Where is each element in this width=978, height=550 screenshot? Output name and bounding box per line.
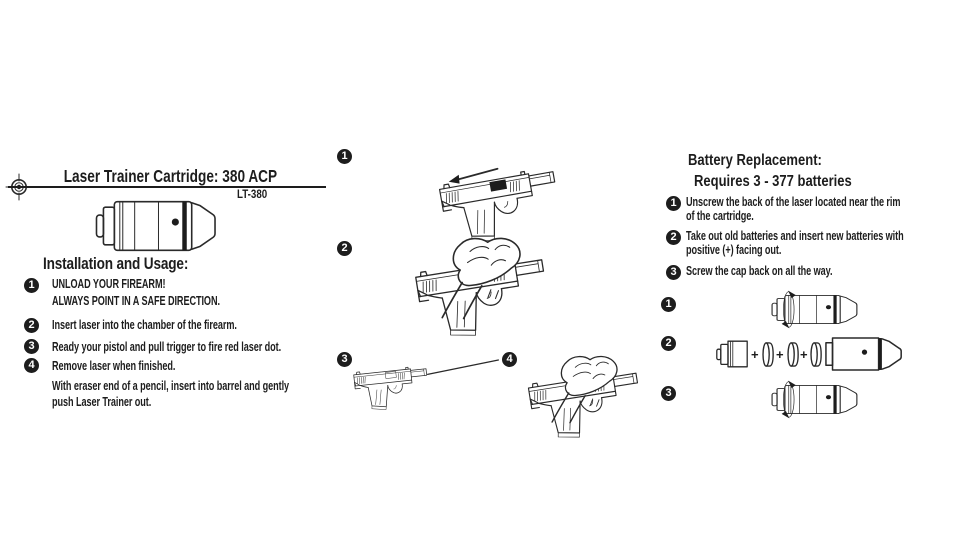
plus-separator-2: + <box>776 347 784 362</box>
battery-illustration-3 <box>810 342 822 367</box>
laser-cartridge-illustration <box>95 200 216 252</box>
step-4-text: Remove laser when finished. <box>52 359 176 373</box>
step-1-line-1: UNLOAD YOUR FIREARM! <box>52 277 166 291</box>
figure-badge-3: 3 <box>337 352 352 367</box>
model-number: LT-380 <box>237 189 268 201</box>
step-badge-1: 1 <box>24 278 39 293</box>
battery-figure-badge-3: 3 <box>661 386 676 401</box>
cap-illustration <box>716 340 748 368</box>
battery-step-badge-3: 3 <box>666 265 681 280</box>
battery-figure-badge-1: 1 <box>661 297 676 312</box>
unscrew-cap-illustration <box>771 290 858 329</box>
removal-note-line-1: With eraser end of a pencil, insert into… <box>52 379 290 393</box>
title-underline <box>8 186 326 188</box>
cartridge-body-illustration <box>825 337 902 371</box>
battery-illustration-1 <box>762 342 774 367</box>
battery-step-badge-2: 2 <box>666 230 681 245</box>
figure-badge-2: 2 <box>337 241 352 256</box>
battery-step-2-line-2: positive (+) facing out. <box>686 243 782 257</box>
figure-badge-4: 4 <box>502 352 517 367</box>
battery-step-3-text: Screw the cap back on all the way. <box>686 264 833 278</box>
step-3-text: Ready your pistol and pull trigger to fi… <box>52 340 282 354</box>
fire-laser-illustration <box>353 359 499 413</box>
screw-cap-illustration <box>771 380 858 419</box>
installation-heading: Installation and Usage: <box>43 254 189 273</box>
battery-step-badge-1: 1 <box>666 196 681 211</box>
step-badge-4: 4 <box>24 358 39 373</box>
slide-direction-arrow <box>448 174 460 184</box>
battery-step-2-line-1: Take out old batteries and insert new ba… <box>686 229 904 243</box>
battery-heading-line-2: Requires 3 - 377 batteries <box>694 173 852 190</box>
step-badge-2: 2 <box>24 318 39 333</box>
page-title: Laser Trainer Cartridge: 380 ACP <box>63 166 278 186</box>
insert-laser-illustration <box>414 231 553 344</box>
battery-illustration-2 <box>787 342 799 367</box>
plus-separator-3: + <box>800 347 808 362</box>
pistol-rack-slide-illustration <box>438 165 564 249</box>
plus-separator-1: + <box>751 347 759 362</box>
battery-heading-line-1: Battery Replacement: <box>688 152 822 169</box>
figure-badge-1: 1 <box>337 149 352 164</box>
battery-figure-badge-2: 2 <box>661 336 676 351</box>
removal-note-line-2: push Laser Trainer out. <box>52 395 152 409</box>
battery-step-1-line-2: of the cartridge. <box>686 209 754 223</box>
laser-beam-line <box>427 359 499 375</box>
remove-laser-illustration <box>527 350 646 445</box>
step-badge-3: 3 <box>24 339 39 354</box>
step-1-line-2: ALWAYS POINT IN A SAFE DIRECTION. <box>52 294 220 308</box>
hand-illustration <box>542 350 625 427</box>
step-2-text: Insert laser into the chamber of the fir… <box>52 318 237 332</box>
battery-step-1-line-1: Unscrew the back of the laser located ne… <box>686 195 901 209</box>
